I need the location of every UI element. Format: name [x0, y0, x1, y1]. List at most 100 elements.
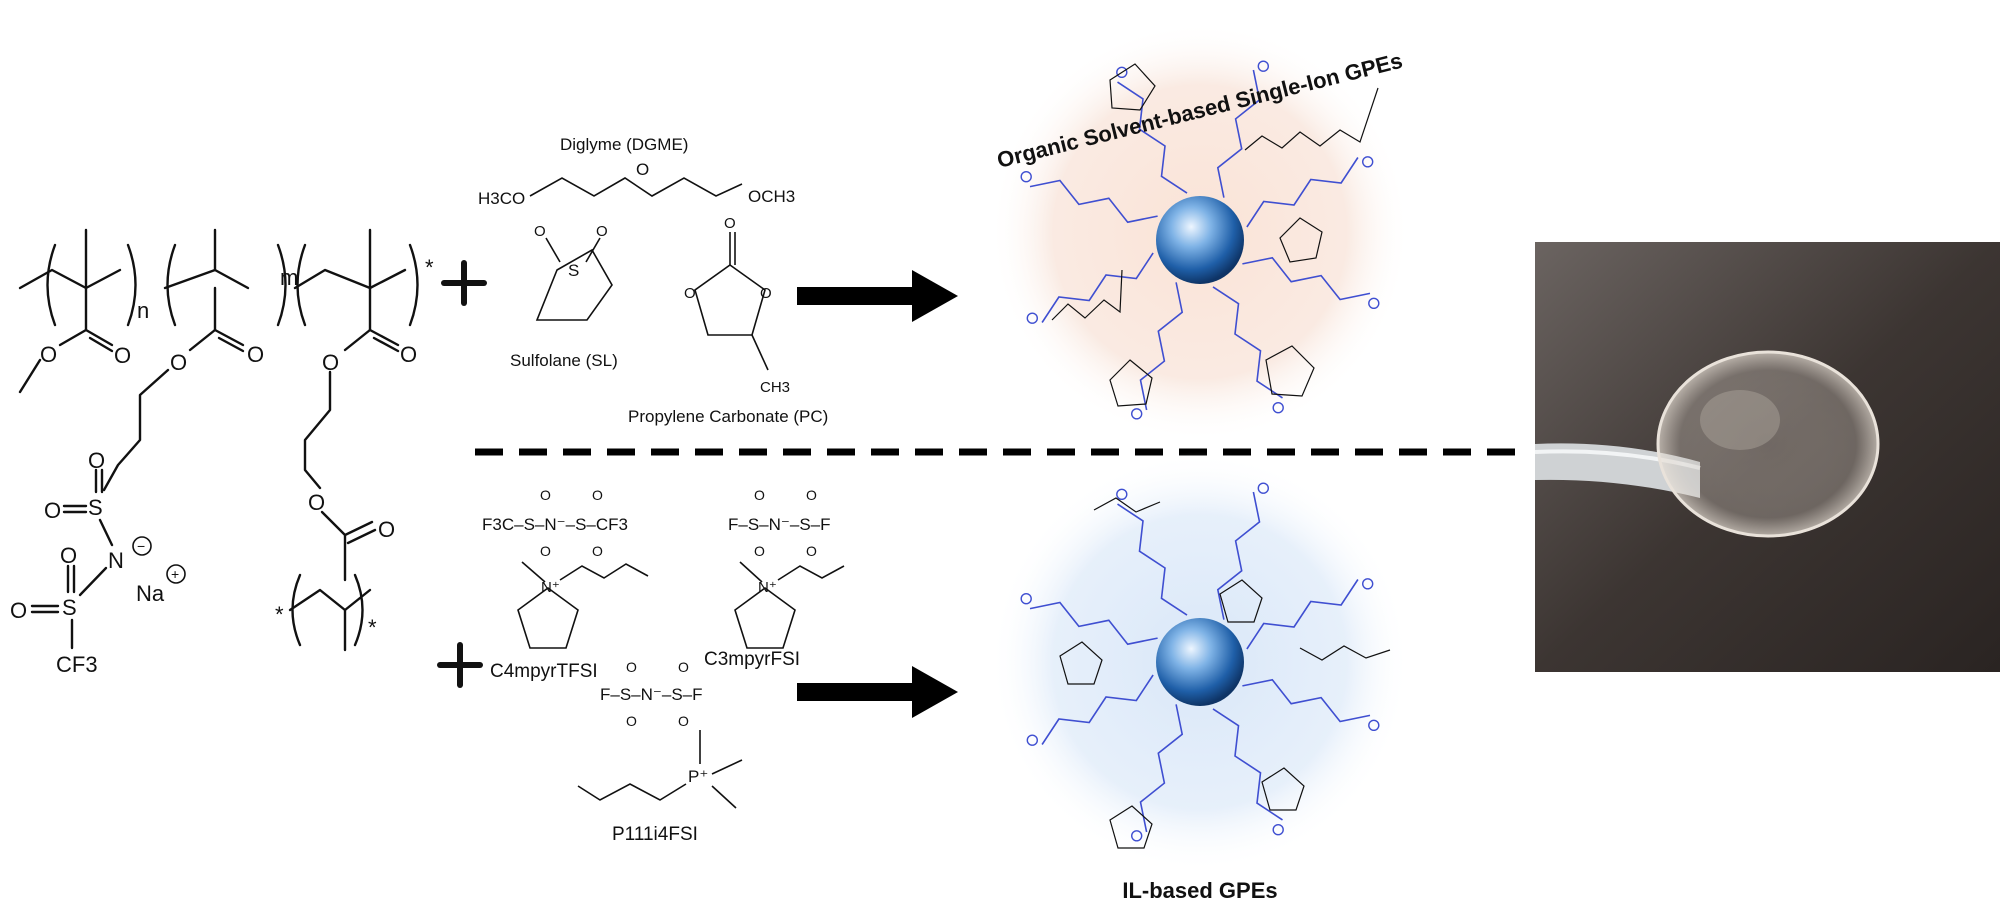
atom-s-1: S: [88, 495, 103, 520]
gel-disc: [1656, 350, 1880, 538]
svg-text:O: O: [684, 285, 696, 302]
svg-text:O: O: [534, 223, 546, 240]
grafted-chain: [1246, 157, 1359, 228]
c3-n-plus: N⁺: [758, 579, 777, 596]
svg-text:O: O: [760, 285, 772, 302]
anion-end-group: [1026, 312, 1039, 324]
anion-end-group: [1272, 824, 1284, 836]
atom-o-5: O: [400, 342, 417, 367]
svg-text:O: O: [308, 490, 325, 515]
svg-text:O: O: [596, 223, 608, 240]
il-gpe-graphic: IL-based GPEs: [990, 452, 1410, 903]
grafted-chain: [1212, 286, 1283, 399]
anion-end-group: [1257, 482, 1270, 494]
svg-text:O: O: [540, 543, 551, 559]
anion-end-group: [1368, 719, 1380, 731]
anion-end-group: [1130, 408, 1143, 420]
anion-end-group: [1026, 734, 1039, 746]
p-plus: P⁺: [688, 767, 708, 786]
grafted-chain: [1216, 491, 1261, 620]
cf3-group: CF3: [56, 652, 98, 677]
sulfolane-name: Sulfolane (SL): [510, 351, 618, 370]
c3-name: C3mpyrFSI: [704, 649, 800, 670]
atom-o-2: O: [40, 342, 57, 367]
subscript-n: n: [137, 298, 149, 323]
pc-ch3: CH3: [760, 379, 790, 396]
svg-text:O: O: [806, 543, 817, 559]
arrow-organic: [797, 270, 958, 322]
anion-end-group: [1116, 488, 1128, 500]
anion-end-group: [1020, 170, 1032, 183]
grafted-chain: [1212, 708, 1283, 821]
plus-sign-top: [441, 260, 487, 306]
anion-end-group: [1361, 156, 1374, 168]
grafted-chain: [1242, 256, 1371, 301]
charge-minus: −: [137, 538, 145, 554]
grafted-chain: [1029, 601, 1158, 646]
diglyme-oxygen: O: [636, 160, 649, 179]
svg-text:O: O: [806, 487, 817, 503]
anion-end-group: [1368, 297, 1380, 309]
svg-text:O: O: [540, 487, 551, 503]
il-title: IL-based GPEs: [1122, 878, 1277, 903]
c4-anion: F3C–S–N⁻–S–CF3: [482, 515, 628, 534]
organic-gpe-graphic: Organic Solvent-based Single-Ion GPEs: [990, 22, 1410, 442]
charge-plus: +: [171, 566, 179, 582]
svg-text:O: O: [754, 543, 765, 559]
svg-text:O: O: [88, 448, 105, 473]
end-cap-star-3: *: [368, 615, 377, 640]
polymer-structure: n m * O O O O S O O N − S O: [10, 228, 434, 677]
diglyme-right-group: OCH3: [748, 187, 795, 206]
svg-text:O: O: [678, 713, 689, 729]
grafted-chain: [1242, 678, 1371, 723]
c3-anion: F–S–N⁻–S–F: [728, 515, 831, 534]
arrow-il: [797, 666, 958, 718]
nanoparticle-core-il: [1156, 618, 1244, 706]
diglyme-name: Diglyme (DGME): [560, 135, 688, 154]
grafted-chain: [1139, 704, 1184, 833]
grafted-chain: [1029, 179, 1158, 224]
atom-n: N: [108, 548, 124, 573]
grafted-chain: [1117, 503, 1188, 616]
anion-end-group: [1272, 402, 1284, 414]
gel-photo: [1534, 242, 2000, 672]
grafted-chain: [1041, 674, 1154, 745]
pc-name: Propylene Carbonate (PC): [628, 407, 828, 426]
grafted-chain: [1117, 81, 1188, 194]
svg-text:O: O: [754, 487, 765, 503]
atom-o-6: O: [322, 350, 339, 375]
atom-o-1: O: [114, 343, 131, 368]
grafted-chain: [1139, 282, 1184, 411]
atom-o-4: O: [170, 350, 187, 375]
svg-text:O: O: [592, 543, 603, 559]
svg-text:O: O: [592, 487, 603, 503]
grafted-chain: [1216, 69, 1261, 198]
c4-name: C4mpyrTFSI: [490, 661, 598, 682]
c4-n-plus: N⁺: [541, 579, 560, 596]
sodium-label: Na: [136, 581, 165, 606]
svg-text:O: O: [724, 215, 736, 232]
anion-end-group: [1130, 830, 1143, 842]
atom-s-2: S: [62, 595, 77, 620]
p-name: P111i4FSI: [612, 824, 698, 845]
atom-o-3: O: [247, 342, 264, 367]
anion-end-group: [1361, 578, 1374, 590]
svg-text:O: O: [626, 659, 637, 675]
svg-text:O: O: [10, 598, 27, 623]
anion-end-group: [1257, 60, 1270, 72]
end-cap-star: *: [425, 255, 434, 280]
grafted-chain: [1041, 252, 1154, 323]
end-cap-star-2: *: [275, 602, 284, 627]
svg-text:O: O: [44, 498, 61, 523]
ionic-liquids: F3C–S–N⁻–S–CF3 O O O O N⁺ C4mpyrTFSI F–S…: [482, 487, 845, 845]
sulfolane-s: S: [568, 261, 579, 280]
svg-text:O: O: [678, 659, 689, 675]
subscript-m: m: [280, 265, 298, 290]
organic-solvents: Diglyme (DGME) H3CO O OCH3 S O O Sulfola…: [478, 135, 828, 426]
p-anion: F–S–N⁻–S–F: [600, 685, 703, 704]
svg-text:O: O: [378, 517, 395, 542]
svg-text:O: O: [626, 713, 637, 729]
grafted-chain: [1246, 579, 1359, 650]
anion-end-group: [1116, 66, 1128, 79]
